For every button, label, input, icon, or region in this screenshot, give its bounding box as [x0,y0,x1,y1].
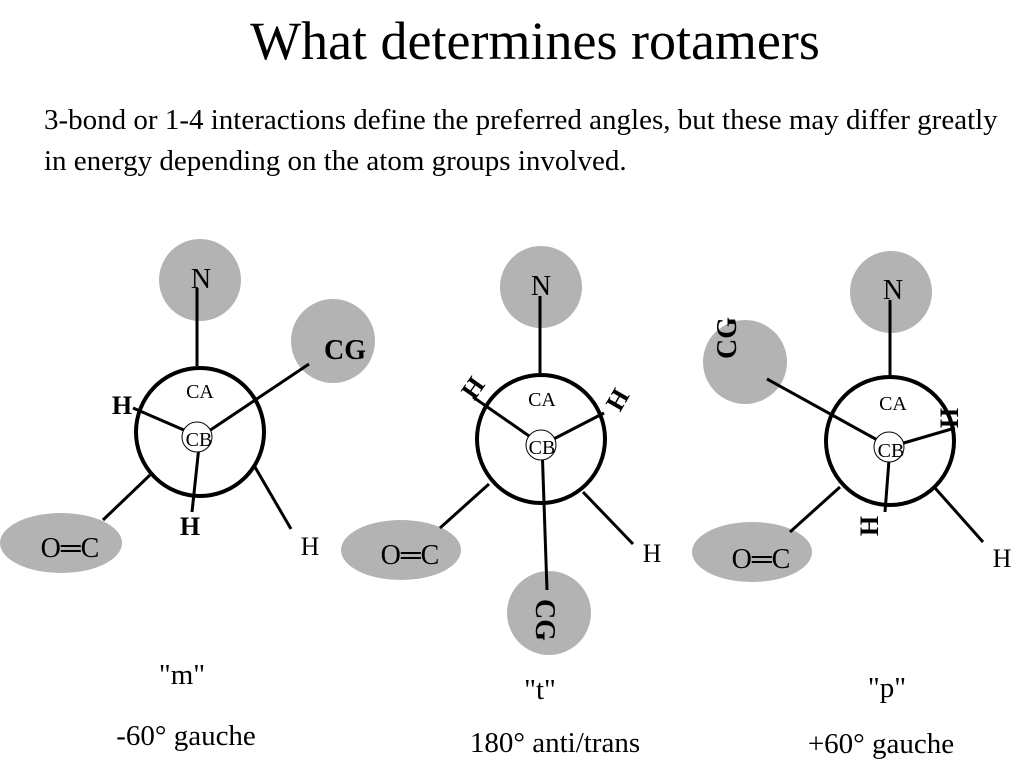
bond-back-h [581,490,635,546]
bond-back-h [933,487,985,543]
oc-highlight [0,513,122,573]
front-carbon-circle [873,431,905,463]
label-cb: CB [186,429,213,451]
cg-highlight [703,320,787,404]
label-cb: CB [529,437,556,459]
page-subtitle: 3-bond or 1-4 interactions define the pr… [44,104,998,177]
label-cb: CB [878,440,905,462]
label-ca: CA [186,381,214,403]
atom-h-left: H [112,391,132,420]
bond-front-cg [540,444,549,591]
atom-h-bottom: H [855,516,884,536]
atom-cg: CG [529,599,560,641]
label-ca: CA [528,389,556,411]
oc-highlight [692,522,812,582]
atom-h-right: H [301,532,320,561]
page-title: What determines rotamers [250,11,820,71]
rotamer-m: N CG O═C H H H CA CB "m" -60° gauche [0,239,375,752]
bond-back-oc [101,473,152,522]
atom-oc: O═C [732,544,791,575]
bond-front-cg [766,377,891,449]
rotamer-angle: +60° gauche [808,728,954,760]
bond-front-cg [199,362,310,439]
atom-h-right: H [643,539,662,568]
atom-h-right: H [993,544,1012,573]
cg-highlight [507,571,591,655]
bond-back-oc [438,482,491,530]
rotamer-name: "t" [524,674,556,706]
bond-back-oc [788,485,842,534]
rotamer-angle: 180° anti/trans [470,727,640,759]
label-ca: CA [879,393,907,415]
atom-n: N [531,271,551,302]
atom-n: N [191,264,211,295]
cg-highlight [291,299,375,383]
rotamer-p: N CG O═C H H H CA CB "p" +60° gauche [692,251,1012,760]
atom-cg: CG [712,317,743,359]
n-highlight [850,251,932,333]
n-highlight [500,246,582,328]
atom-h-left: H [455,372,490,405]
front-carbon-circle [181,421,213,453]
atom-h-right-top: H [600,384,635,416]
n-highlight [159,239,241,321]
rotamer-t: N CG O═C H H H CA CB "t" 180° anti/trans [341,246,662,759]
atom-n: N [883,275,903,306]
rotamer-name: "p" [868,672,906,704]
atom-oc: O═C [381,540,440,571]
oc-highlight [341,520,461,580]
rotamer-angle: -60° gauche [116,720,256,752]
atom-h-right-top: H [935,408,964,428]
rotamer-name: "m" [159,659,205,691]
front-carbon-circle [525,429,557,461]
atom-cg: CG [324,335,366,366]
atom-h-bottom: H [180,512,200,541]
atom-oc: O═C [41,533,100,564]
